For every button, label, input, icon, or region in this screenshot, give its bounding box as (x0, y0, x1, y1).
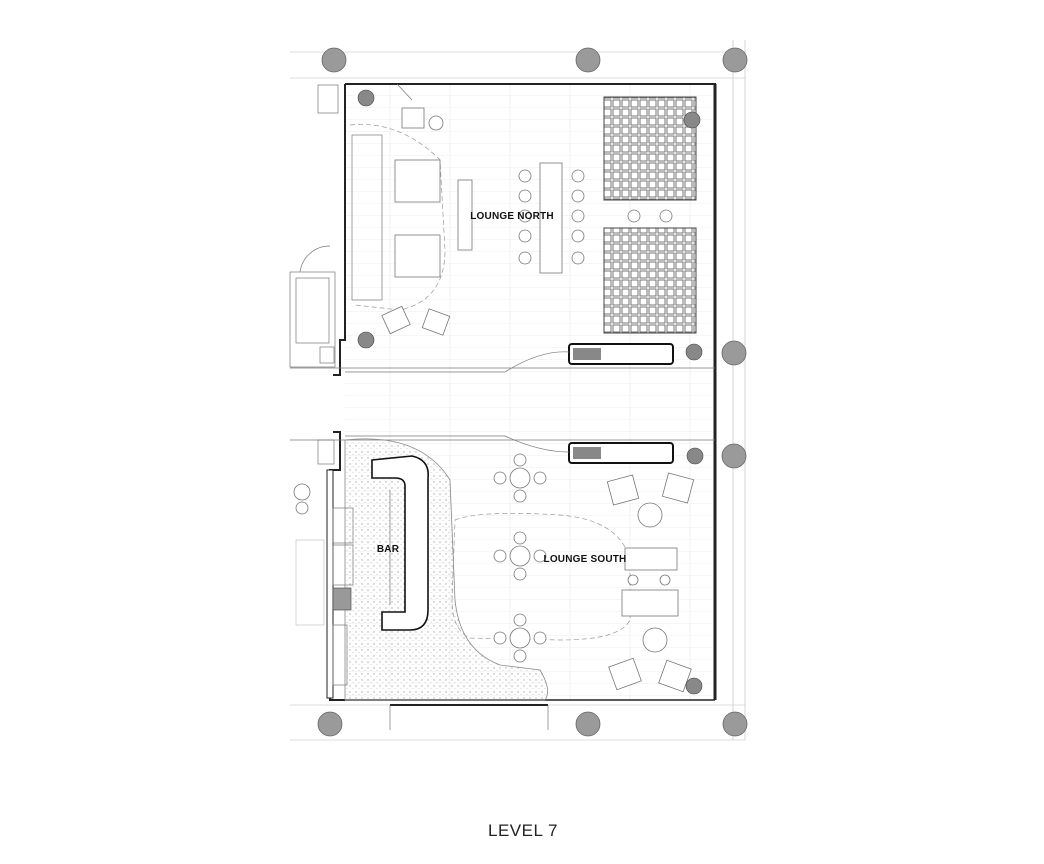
drawing-title: LEVEL 7 (488, 821, 558, 840)
lounge-south-furniture (389, 447, 704, 730)
service-rooms (289, 84, 339, 465)
room-label-bar: BAR (377, 544, 400, 555)
room-label-lounge-south: LOUNGE SOUTH (544, 554, 627, 565)
structural-columns (317, 47, 748, 737)
room-label-lounge-north: LOUNGE NORTH (470, 211, 554, 222)
lounge-north-furniture (349, 83, 703, 361)
